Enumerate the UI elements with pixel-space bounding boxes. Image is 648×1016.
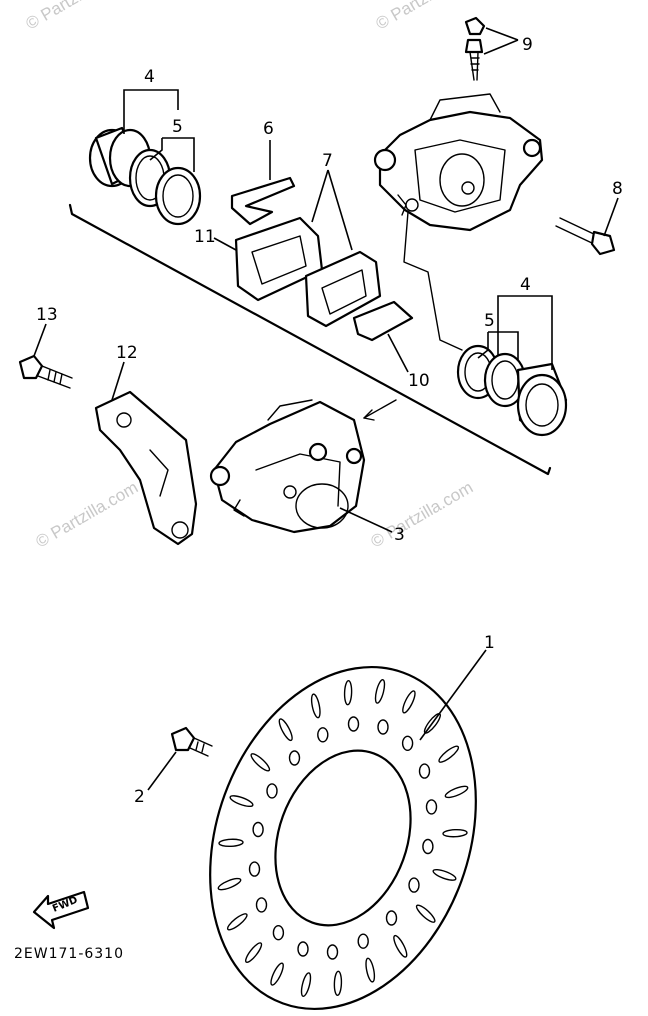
disc-slot — [300, 972, 312, 997]
callout-10: 10 — [408, 371, 430, 391]
disc-hole — [272, 925, 285, 941]
disc-hole — [326, 944, 339, 960]
watermark-top-right: © Partzilla.com — [373, 0, 482, 33]
callout-5-lower: 5 — [484, 311, 495, 331]
pad-spring — [230, 176, 296, 226]
callout-5-upper: 5 — [172, 117, 183, 137]
disc-slot — [343, 680, 353, 706]
disc-slot — [432, 868, 457, 881]
disc-slot — [374, 679, 386, 704]
disc-hole — [418, 763, 431, 779]
disc-slot — [442, 828, 468, 838]
disc-slot — [333, 970, 343, 996]
bolt-8 — [555, 217, 616, 256]
watermark-mid-right: © Partzilla.com — [368, 478, 477, 552]
caliper-bracket — [94, 390, 198, 546]
disc-slot — [415, 904, 436, 923]
disc-slot — [393, 934, 408, 958]
callout-9: 9 — [522, 35, 533, 55]
upper-piston-set — [88, 126, 202, 226]
disc-hole — [255, 897, 268, 913]
callout-1: 1 — [484, 633, 495, 653]
watermark-top-left: © Partzilla.com — [23, 0, 132, 33]
disc-hole — [408, 877, 420, 893]
brake-disc — [209, 665, 477, 1011]
brake-pads — [234, 216, 382, 328]
disc-slot — [245, 942, 263, 963]
callout-11: 11 — [194, 227, 216, 247]
callout-4-lower: 4 — [520, 275, 531, 295]
callout-numbers: 4 5 6 7 9 8 11 10 4 5 13 12 3 1 2 — [36, 35, 623, 807]
lower-piston-set — [456, 344, 568, 437]
bolt-2 — [170, 726, 213, 757]
assembly-arrow — [363, 399, 397, 419]
disc-slot — [402, 690, 416, 714]
disc-slot — [250, 753, 271, 772]
disc-hole — [297, 941, 309, 957]
disc-slot — [278, 718, 293, 742]
disc-slot — [229, 795, 254, 808]
disc-slot — [438, 745, 460, 763]
section-divider — [68, 203, 552, 476]
callout-3: 3 — [394, 525, 405, 545]
disc-hole — [248, 861, 261, 877]
bleeder-screw — [464, 16, 486, 81]
disc-slot — [365, 957, 376, 983]
callout-6: 6 — [263, 119, 274, 139]
disc-hole — [357, 933, 369, 949]
disc-hole — [425, 799, 438, 815]
disc-slot — [217, 877, 242, 891]
part-code: 2EW171-6310 — [14, 946, 124, 962]
assembly-path — [403, 211, 463, 351]
bolt-13 — [18, 354, 73, 389]
disc-hole — [385, 910, 398, 926]
disc-hole — [422, 838, 434, 855]
disc-slot — [218, 838, 244, 848]
watermark-mid-left: © Partzilla.com — [33, 478, 142, 552]
callout-12: 12 — [116, 343, 138, 363]
callout-13: 13 — [36, 305, 58, 325]
disc-slot — [270, 962, 284, 986]
callout-7: 7 — [322, 151, 333, 171]
disc-hole — [377, 719, 389, 735]
callout-leaders — [33, 27, 619, 791]
disc-slot — [226, 913, 248, 931]
lower-caliper — [209, 399, 366, 534]
disc-slot — [444, 785, 469, 799]
disc-hole — [252, 821, 264, 838]
forward-arrow-icon: FWD — [32, 890, 90, 930]
disc-hole — [266, 783, 278, 799]
callout-8: 8 — [612, 179, 623, 199]
callout-2: 2 — [134, 787, 145, 807]
disc-hole — [288, 750, 301, 766]
disc-hole — [401, 735, 414, 751]
callout-4-upper: 4 — [144, 67, 155, 87]
disc-hole — [347, 716, 360, 732]
disc-slot — [310, 693, 321, 719]
pad-shim — [352, 300, 414, 342]
disc-hole — [317, 727, 329, 743]
upper-caliper — [373, 93, 544, 232]
